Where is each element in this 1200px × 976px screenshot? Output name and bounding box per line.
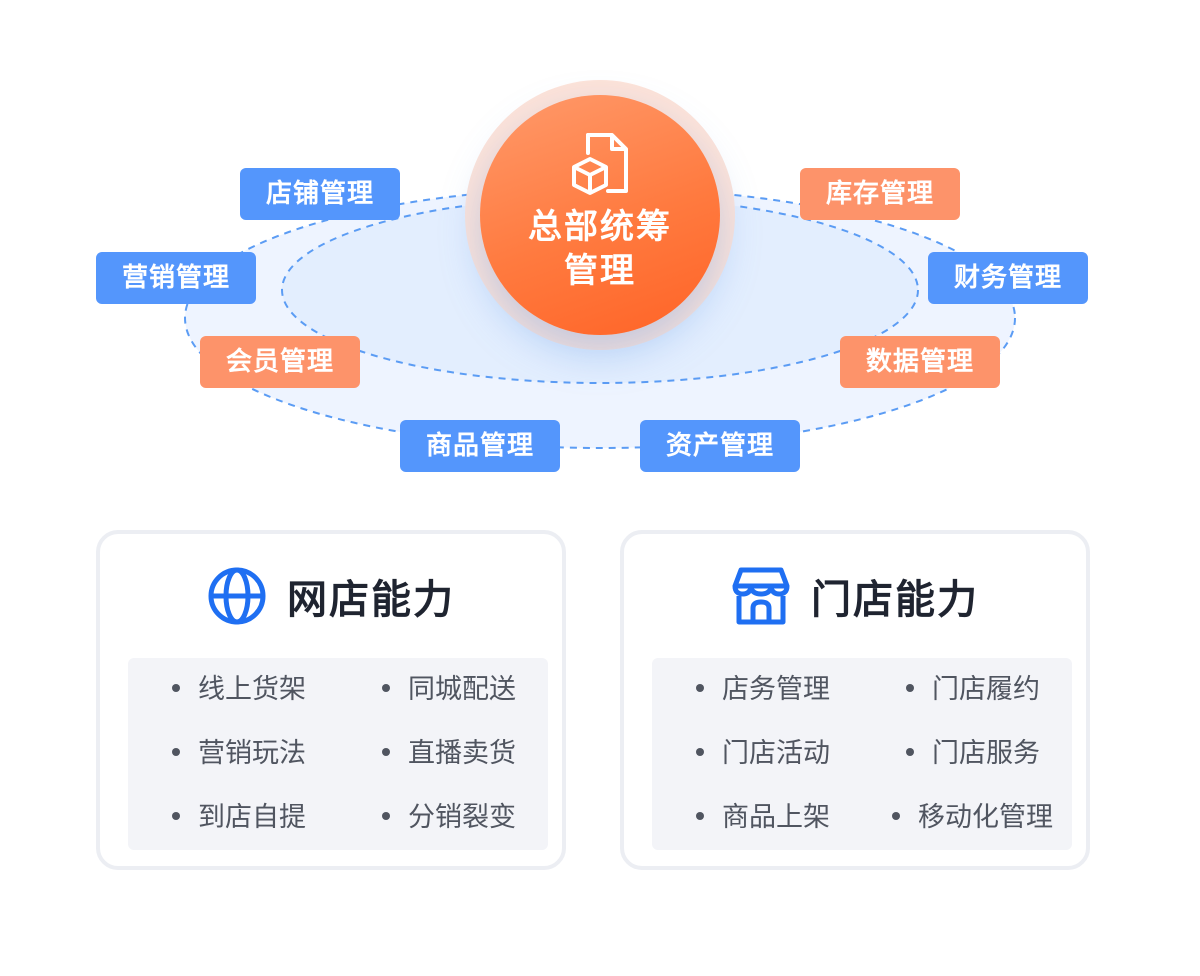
bullet	[172, 747, 180, 756]
tag-finance-mgmt: 财务管理	[928, 252, 1088, 304]
store-card-title: 门店能力	[811, 577, 979, 623]
list-item: 门店履约	[906, 658, 1040, 722]
bullet	[382, 811, 390, 820]
list-item: 店务管理	[696, 658, 830, 722]
tag-inventory-mgmt: 库存管理	[800, 168, 960, 220]
physical-store-card: 门店能力 店务管理 门店履约 门店活动 门店服务 商品上架 移动化管理	[620, 530, 1090, 870]
bullet	[172, 811, 180, 820]
tag-member-mgmt: 会员管理	[200, 336, 360, 388]
online-card-title: 网店能力	[287, 577, 455, 623]
bullet	[382, 683, 390, 692]
bullet	[696, 811, 704, 820]
tag-asset-mgmt: 资产管理	[640, 420, 800, 472]
tag-marketing-mgmt: 营销管理	[96, 252, 256, 304]
tag-store-mgmt: 店铺管理	[240, 168, 400, 220]
bullet	[696, 683, 704, 692]
list-item: 门店服务	[906, 722, 1040, 786]
list-item: 到店自提	[172, 786, 306, 850]
bullet	[892, 811, 900, 820]
list-item: 同城配送	[382, 658, 516, 722]
storefront-icon	[732, 567, 790, 625]
box-file-icon	[572, 133, 628, 195]
tag-data-mgmt: 数据管理	[840, 336, 1000, 388]
store-feature-list: 店务管理 门店履约 门店活动 门店服务 商品上架 移动化管理	[652, 658, 1072, 850]
online-store-card: 网店能力 线上货架 同城配送 营销玩法 直播卖货 到店自提 分销裂变	[96, 530, 566, 870]
tag-product-mgmt: 商品管理	[400, 420, 560, 472]
store-card-header: 门店能力	[624, 564, 1086, 628]
globe-icon	[208, 567, 266, 625]
hub-title-line1: 总部统筹	[528, 207, 672, 247]
list-item: 移动化管理	[892, 786, 1053, 850]
list-item: 门店活动	[696, 722, 830, 786]
list-item: 直播卖货	[382, 722, 516, 786]
bullet	[906, 747, 914, 756]
bullet	[382, 747, 390, 756]
online-feature-list: 线上货架 同城配送 营销玩法 直播卖货 到店自提 分销裂变	[128, 658, 548, 850]
list-item: 线上货架	[172, 658, 306, 722]
bullet	[696, 747, 704, 756]
list-item: 分销裂变	[382, 786, 516, 850]
hub-title-line2: 管理	[564, 251, 636, 291]
list-item: 营销玩法	[172, 722, 306, 786]
online-card-header: 网店能力	[100, 564, 562, 628]
hub-circle: 总部统筹 管理	[480, 95, 720, 335]
management-orbit-diagram: 总部统筹 管理 店铺管理 营销管理 会员管理 商品管理 资产管理 库存管理 财务…	[96, 80, 1088, 472]
list-item: 商品上架	[696, 786, 830, 850]
bullet	[906, 683, 914, 692]
hub-title: 总部统筹 管理	[480, 205, 720, 293]
bullet	[172, 683, 180, 692]
